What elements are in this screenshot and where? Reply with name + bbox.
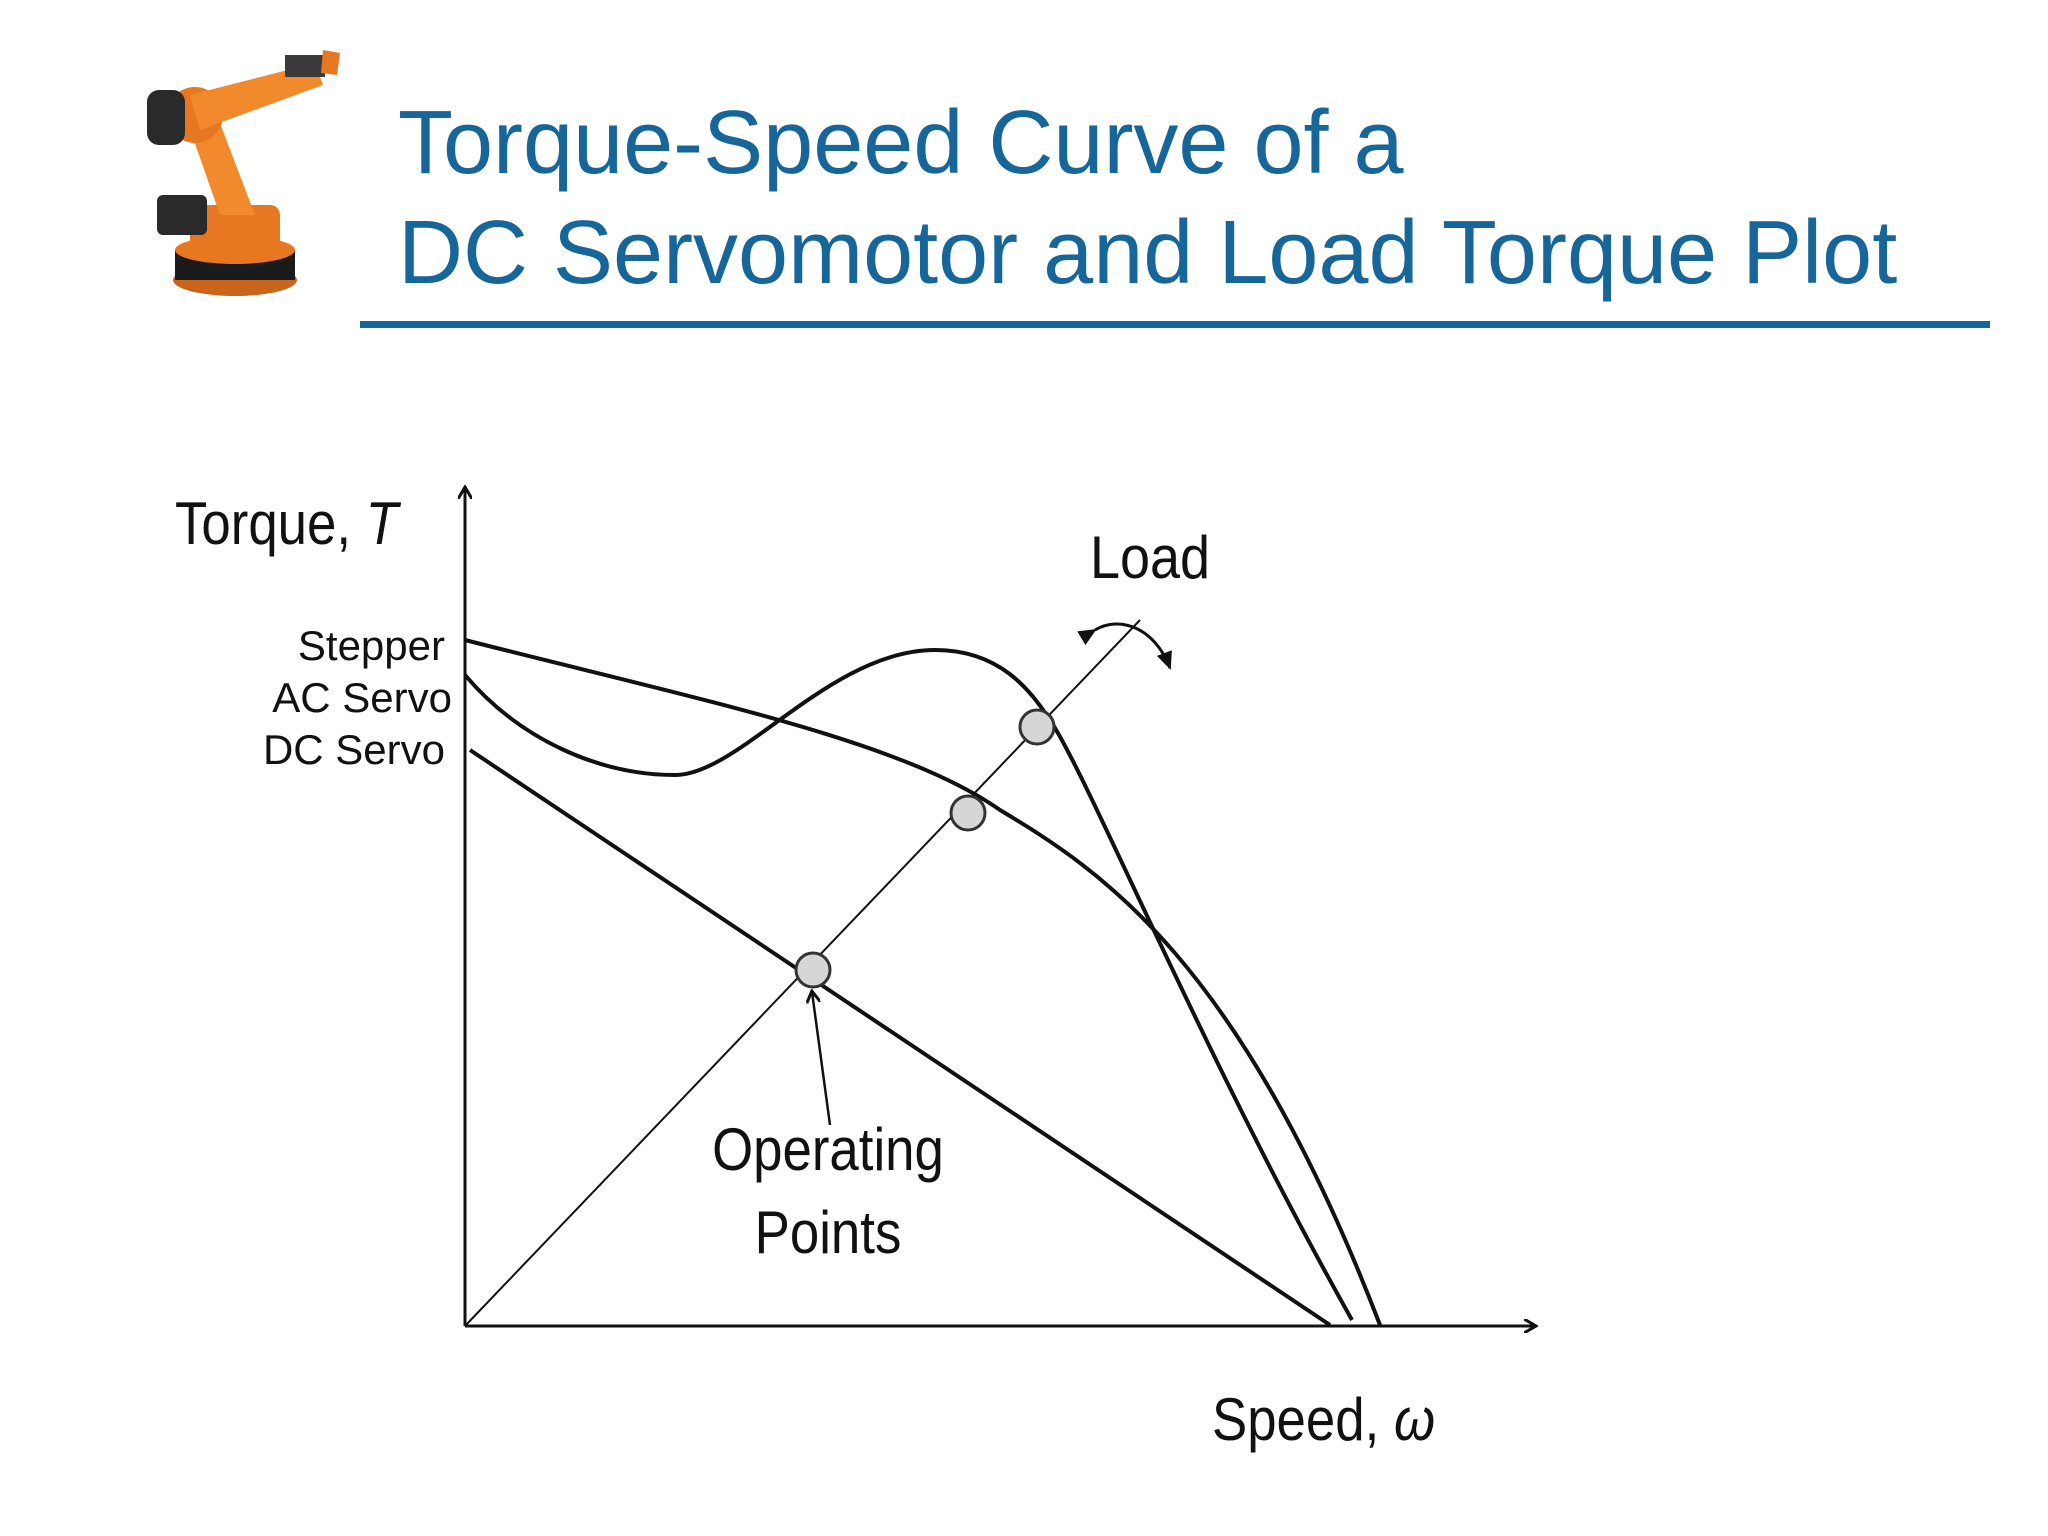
dc-servo-label: DC Servo — [263, 726, 445, 773]
operating-points-pointer — [812, 992, 832, 1126]
slide-title-line-2: DC Servomotor and Load Torque Plot — [398, 203, 1898, 303]
operating-point-stepper — [949, 794, 987, 832]
dc-servo-curve — [468, 748, 1332, 1327]
industrial-robot-arm-icon — [147, 50, 340, 296]
stepper-curve — [464, 638, 1382, 1326]
operating-point-ac-servo — [1018, 708, 1056, 746]
operating-points-label-line-2: Points — [755, 1199, 902, 1266]
slide-title-line-1: Torque-Speed Curve of a — [398, 93, 1404, 193]
ac-servo-curve — [463, 647, 1354, 1321]
y-axis-label: Torque, T — [175, 490, 401, 557]
slide-title: Torque-Speed Curve of a DC Servomotor an… — [398, 88, 1897, 308]
operating-point-dc-servo — [794, 951, 832, 989]
stepper-label: Stepper — [298, 622, 445, 669]
ac-servo-label: AC Servo — [272, 674, 452, 721]
x-axis-label: Speed, ω — [1212, 1386, 1435, 1453]
load-label: Load — [1090, 524, 1210, 591]
operating-points-label-line-1: Operating — [712, 1116, 944, 1183]
load-adjust-arrow — [1077, 622, 1172, 670]
title-underline — [360, 321, 1990, 328]
